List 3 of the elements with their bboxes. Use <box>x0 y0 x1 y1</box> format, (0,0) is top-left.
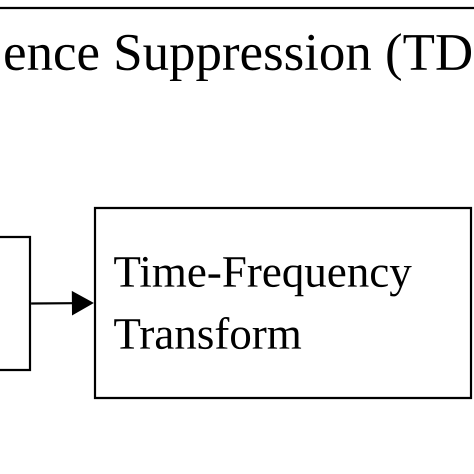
heading: ence Suppression (TD <box>5 33 472 82</box>
process-box: Time-Frequency Transform <box>94 206 472 400</box>
process-box <box>0 236 32 372</box>
